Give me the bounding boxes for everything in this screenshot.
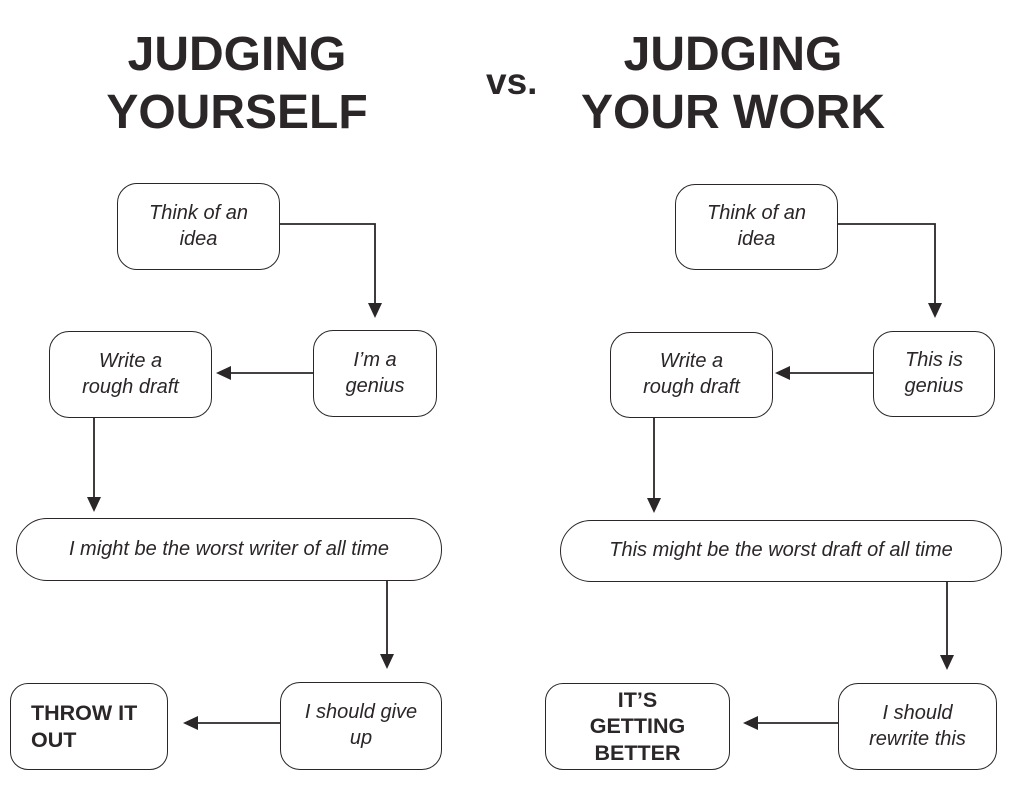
left-node-idea: Think of an idea [117,183,280,270]
right-arrow-genius-to-draft [775,366,873,380]
right-node-despair: I should rewrite this [838,683,997,770]
left-arrow-genius-to-draft [216,366,313,380]
left-arrow-idea-to-genius [280,223,382,318]
vs-label: vs. [486,61,538,102]
right-node-idea: Think of an idea [675,184,838,270]
right-arrow-idea-to-genius [838,223,942,318]
left-node-despair: I should give up [280,682,442,770]
left-arrow-draft-to-worst [87,418,101,512]
right-arrow-worst-to-despair [940,582,954,670]
right-node-outcome: IT’S GETTING BETTER [545,683,730,770]
right-node-worst: This might be the worst draft of all tim… [560,520,1002,582]
left-node-draft: Write a rough draft [49,331,212,418]
right-column-title: JUDGING YOUR WORK [581,28,885,139]
left-arrow-despair-to-outcome [183,716,280,730]
left-arrow-worst-to-despair [380,581,394,669]
left-node-worst: I might be the worst writer of all time [16,518,442,581]
right-arrow-draft-to-worst [647,418,661,513]
right-node-genius: This is genius [873,331,995,417]
right-arrow-despair-to-outcome [743,716,838,730]
left-node-genius: I’m a genius [313,330,437,417]
right-node-draft: Write a rough draft [610,332,773,418]
left-node-outcome: THROW IT OUT [10,683,168,770]
left-column-title: JUDGING YOURSELF [106,28,368,139]
